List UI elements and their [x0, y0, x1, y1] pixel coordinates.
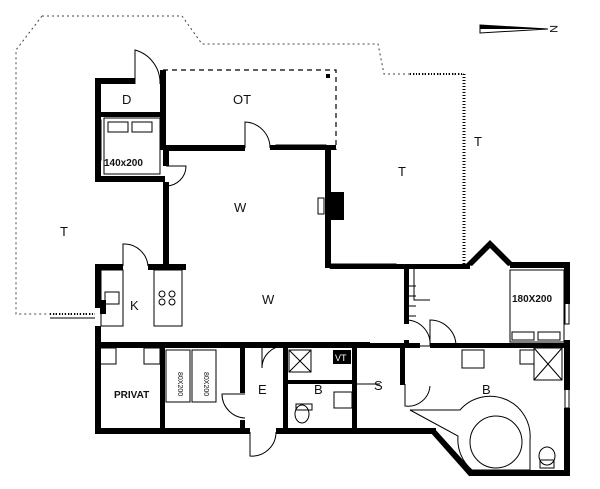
shower-large-icon: [533, 347, 563, 381]
terrace-roof-outline: [163, 69, 337, 150]
room-label-t-west: T: [60, 224, 68, 239]
bed-140-icon: [103, 117, 161, 175]
fixtures: [99, 117, 565, 471]
room-label-privat: PRIVAT: [114, 390, 149, 401]
room-label-w-upper: W: [234, 200, 247, 215]
property-boundary: [15, 15, 464, 315]
room-label-k: K: [130, 298, 139, 313]
stove-icon: [158, 290, 166, 298]
bed-label-180: 180X200: [512, 294, 552, 305]
bed-80-icon: [165, 349, 191, 403]
room-label-e: E: [258, 382, 267, 397]
toilet-icon: [294, 404, 310, 424]
room-label-vt: VT: [335, 353, 347, 363]
room-label-s: S: [374, 378, 383, 393]
bed-label-80-a: 80X200: [176, 372, 183, 396]
bed-label-140: 140x200: [104, 158, 143, 169]
room-label-b-large: B: [482, 382, 491, 397]
room-label-t-terrace: T: [398, 164, 406, 179]
compass: N: [479, 24, 559, 34]
whirlpool-icon: [469, 415, 523, 469]
doors: [122, 49, 457, 457]
shower-icon: [288, 349, 312, 373]
room-label-t-east: T: [474, 134, 482, 149]
walls: [95, 70, 570, 476]
bed-180-icon: [509, 269, 565, 343]
sink-icon: [104, 291, 120, 305]
terrace-railing: [50, 73, 466, 319]
room-label-b-small: B: [314, 382, 323, 397]
room-label-ot: OT: [233, 92, 251, 107]
room-label-w-lower: W: [262, 292, 275, 307]
room-labels: D OT T T T W W K PRIVAT E B VT S B 140x2…: [60, 92, 552, 401]
compass-label: N: [547, 25, 559, 33]
windows: [95, 119, 570, 434]
washbasin-icon: [333, 391, 353, 409]
terrace-post: [326, 74, 330, 78]
wall-d-west: [95, 78, 101, 182]
room-label-d: D: [122, 92, 131, 107]
bed-label-80-b: 80X200: [202, 372, 209, 396]
